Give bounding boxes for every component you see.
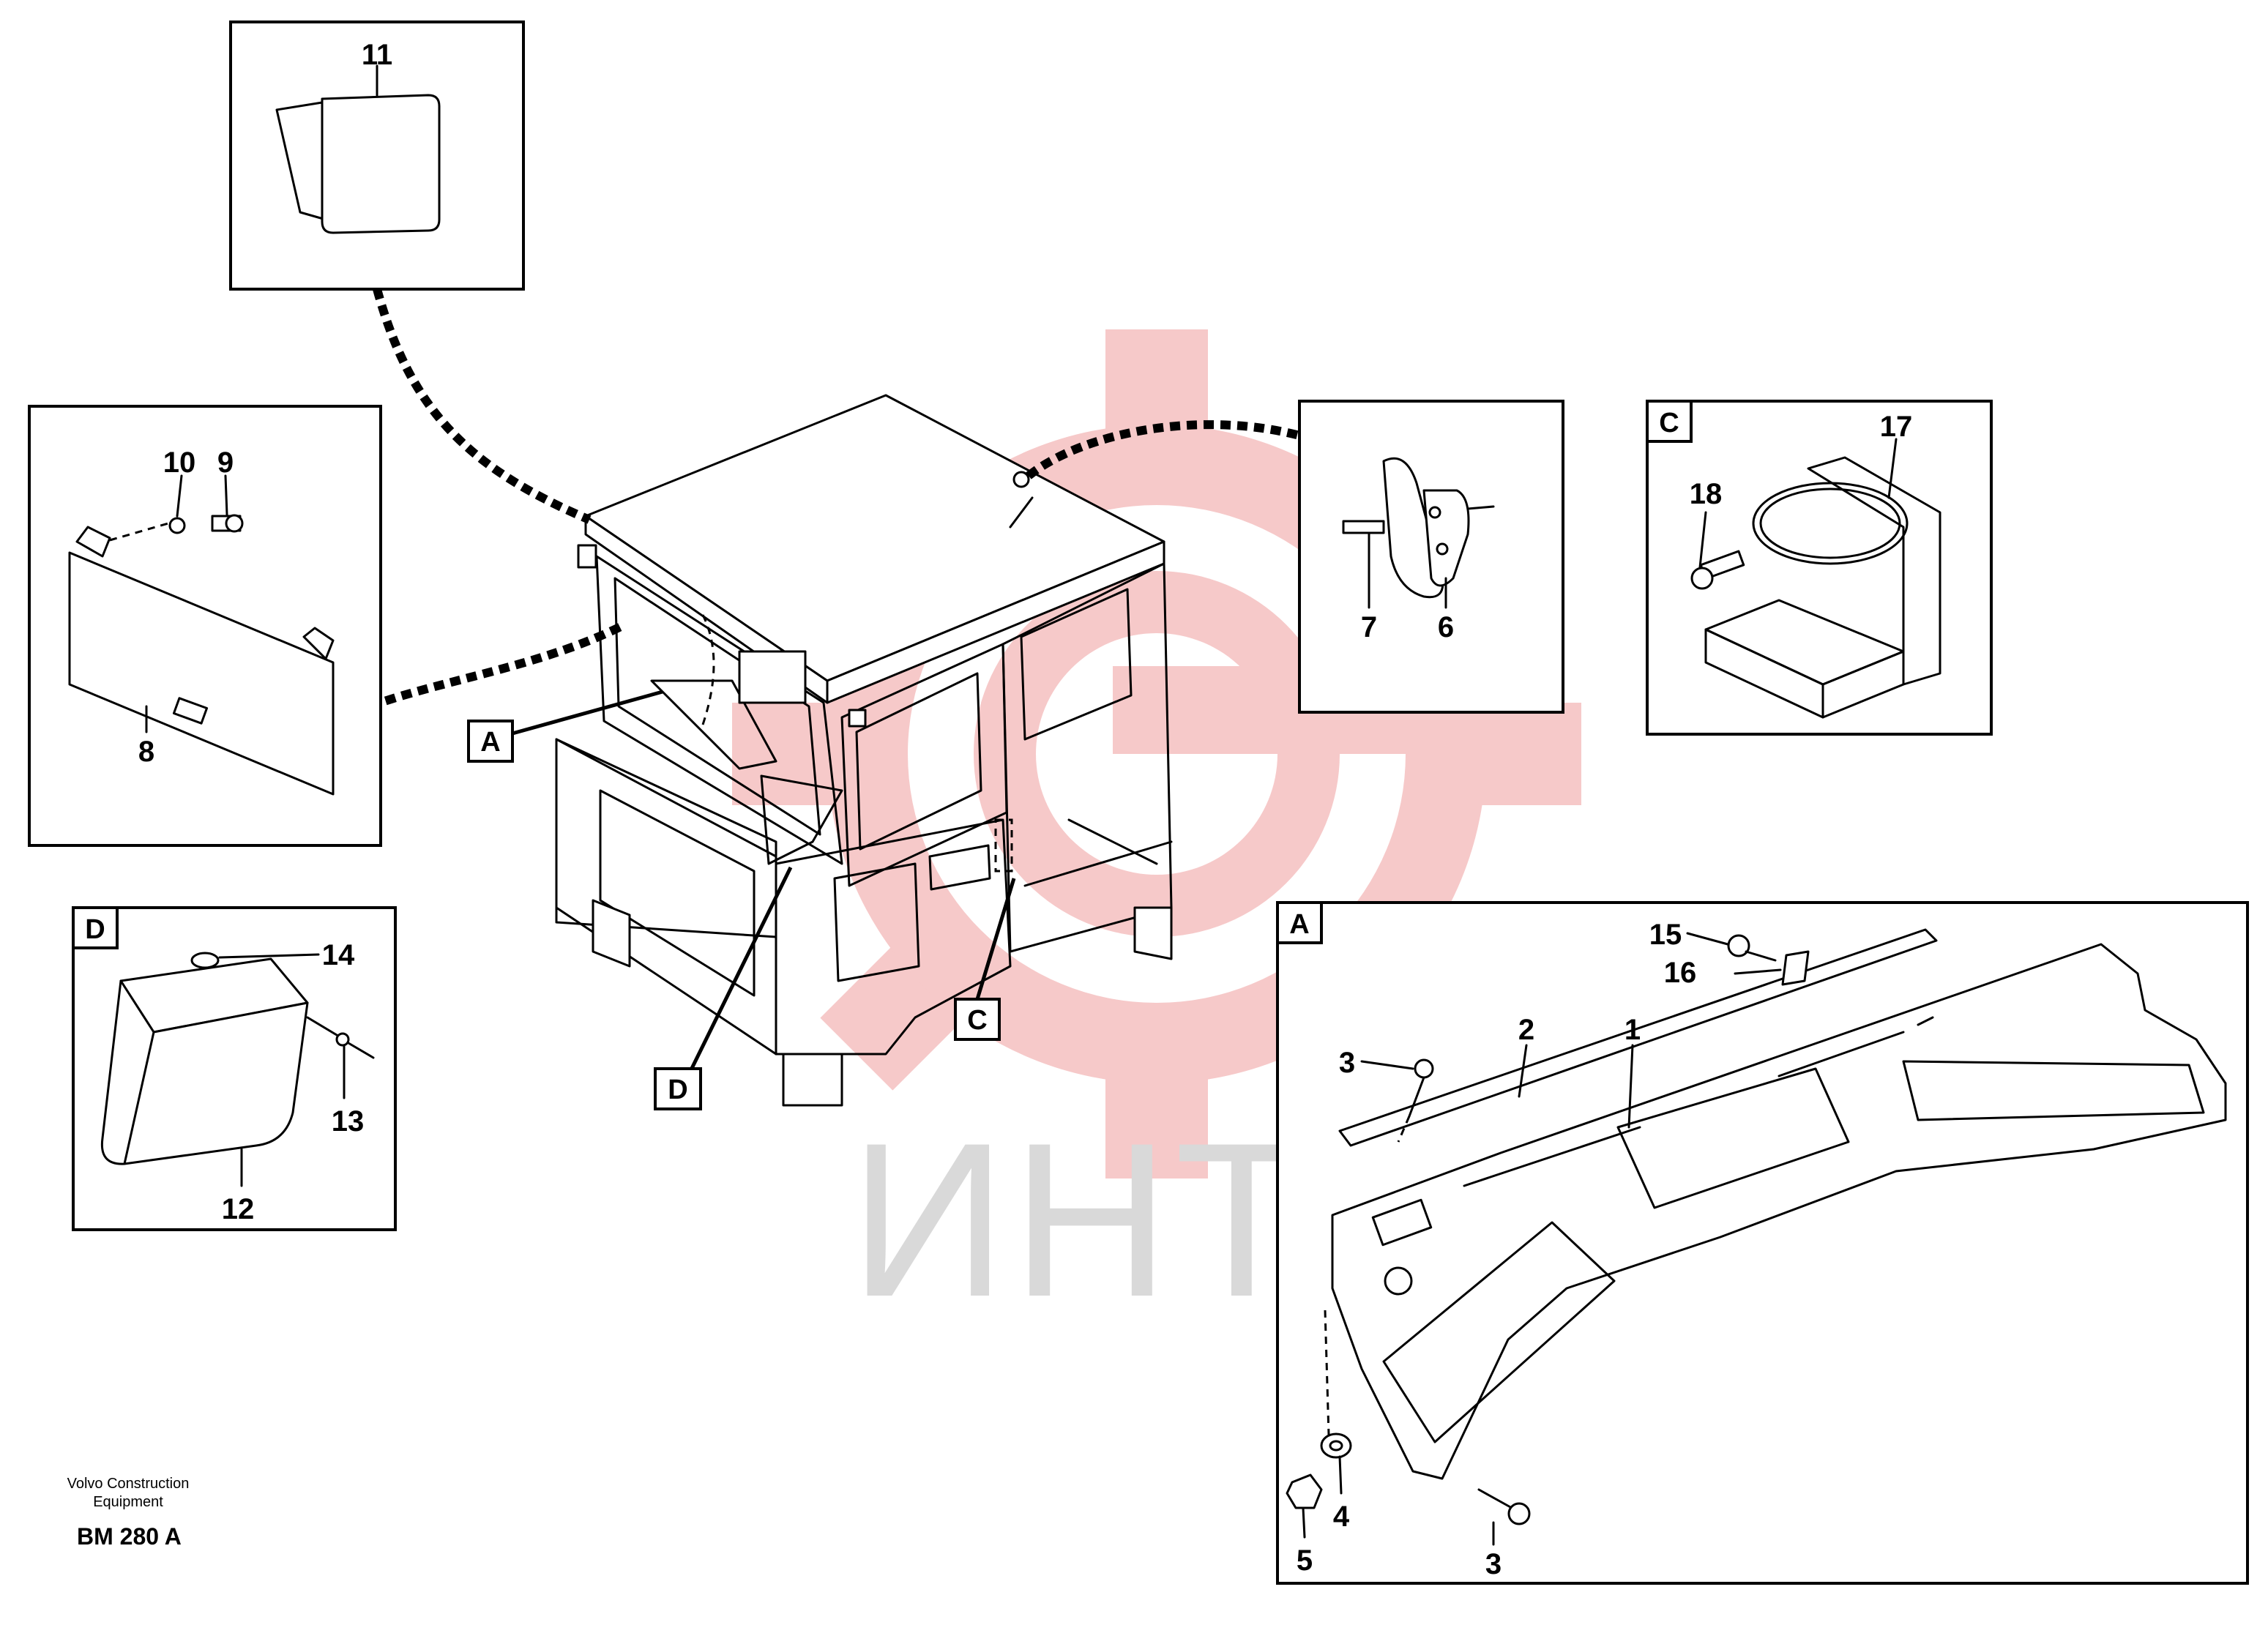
callout-6: 6 — [1438, 611, 1454, 643]
detail-part-8: 10 9 8 — [28, 405, 382, 847]
callout-14: 14 — [322, 939, 355, 971]
detail-box-D: D 14 13 12 — [72, 906, 397, 1231]
cab-drawing — [555, 394, 1173, 1107]
pointer-A-leader — [512, 690, 663, 736]
callout-11: 11 — [362, 39, 392, 71]
footer-code: BM 280 A — [77, 1523, 182, 1550]
svg-text:D: D — [668, 1075, 687, 1105]
link-11-to-cab — [373, 288, 592, 524]
footer: Volvo Construction Equipment BM 280 A — [67, 1476, 190, 1550]
detail-box-A-label: A — [1289, 909, 1309, 940]
callout-17: 17 — [1880, 411, 1913, 443]
callout-3-lower: 3 — [1485, 1548, 1502, 1580]
svg-text:C: C — [967, 1005, 987, 1036]
callout-1: 1 — [1624, 1014, 1641, 1046]
footer-company-line2: Equipment — [93, 1494, 163, 1510]
cab-handwriting — [1025, 930, 1029, 948]
pointer-A: A — [467, 720, 514, 763]
callout-13: 13 — [332, 1105, 365, 1138]
callout-8: 8 — [138, 736, 154, 768]
detail-parts-6-7: 7 6 — [1298, 400, 1564, 714]
pointer-D-leader — [679, 866, 793, 1092]
detail-box-C: C 17 18 — [1646, 400, 1993, 736]
footer-company-line1: Volvo Construction — [67, 1476, 190, 1492]
pointer-C: C — [954, 998, 1001, 1041]
pointer-C-leader — [975, 878, 1016, 1000]
callout-15: 15 — [1649, 919, 1682, 951]
link-6-to-cab — [1026, 420, 1301, 479]
pointer-D: D — [654, 1067, 702, 1110]
callout-9: 9 — [217, 447, 234, 479]
callout-12: 12 — [222, 1193, 255, 1225]
callout-2: 2 — [1518, 1014, 1534, 1046]
callout-18: 18 — [1690, 478, 1723, 510]
link-8-to-cab — [368, 621, 624, 711]
callout-5: 5 — [1297, 1544, 1313, 1577]
detail-box-C-label: C — [1659, 408, 1679, 438]
svg-text:A: A — [480, 727, 500, 758]
detail-box-A: A 1 2 — [1276, 901, 2249, 1585]
callout-3-upper: 3 — [1339, 1047, 1355, 1079]
detail-box-D-label: D — [85, 914, 105, 945]
detail-part-11: 11 — [229, 20, 525, 291]
callout-7: 7 — [1361, 611, 1377, 643]
callout-4: 4 — [1333, 1501, 1350, 1533]
callout-10: 10 — [163, 447, 196, 479]
callout-16: 16 — [1664, 957, 1697, 989]
